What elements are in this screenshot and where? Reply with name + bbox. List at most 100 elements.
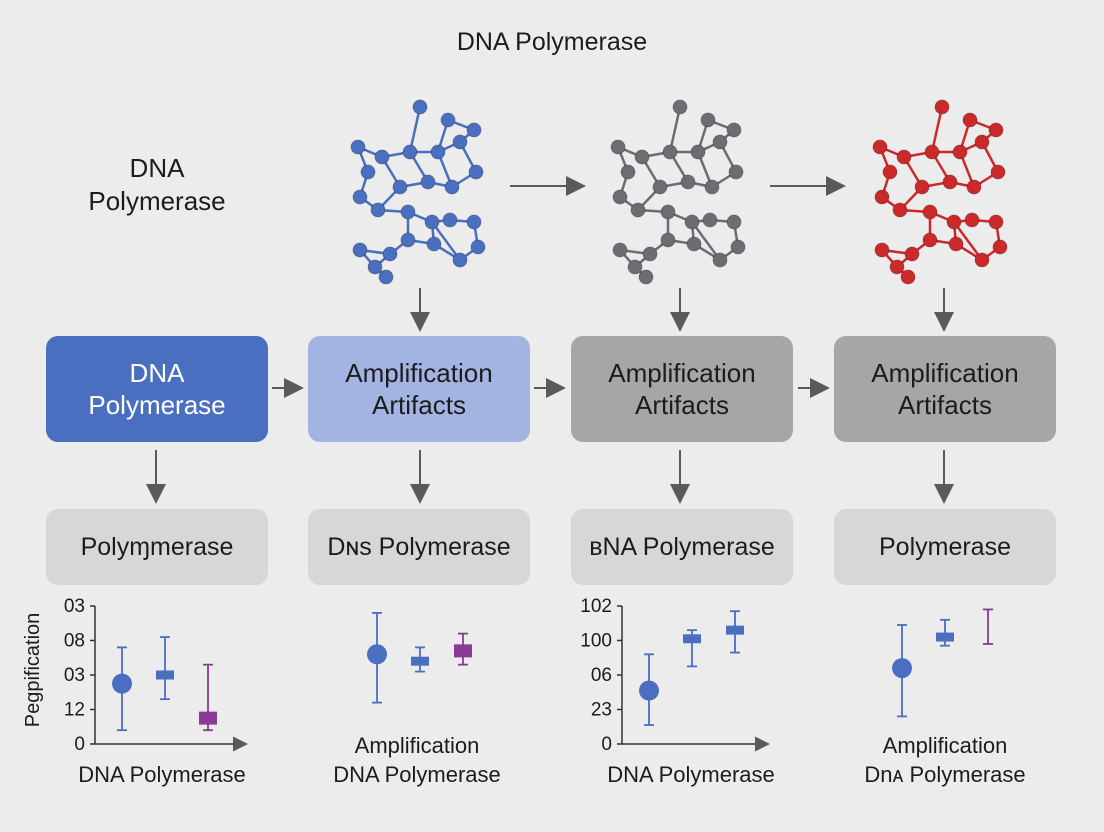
- chart-point: [936, 632, 954, 642]
- molecule-atom: [452, 252, 468, 268]
- molecule-atom: [942, 174, 958, 190]
- molecule-atom: [872, 139, 888, 155]
- chart-point: [726, 625, 744, 635]
- molecule-atom: [922, 232, 938, 248]
- molecule-atom: [634, 149, 650, 165]
- sub-box-1: Polyɱmerase: [46, 509, 268, 585]
- molecule-atom: [452, 134, 468, 150]
- molecule-atom: [924, 144, 940, 160]
- molecule-atom: [672, 99, 688, 115]
- chart-y-tick-label: 0: [74, 734, 85, 755]
- molecule-atom: [350, 139, 366, 155]
- molecule-bond: [952, 221, 984, 261]
- molecule-atom: [442, 212, 458, 228]
- molecule-atom: [704, 179, 720, 195]
- molecule-atom: [690, 144, 706, 160]
- chart-point: [892, 658, 912, 679]
- chart-3-xlabel: DNA Polymerase: [607, 762, 775, 787]
- chart-4-xlabel-line-2: Dnᴀ Polymerase: [864, 762, 1026, 787]
- molecule-bond: [930, 106, 944, 153]
- molecule-atom: [702, 212, 718, 228]
- molecule-atom: [424, 214, 440, 230]
- chart-point: [683, 634, 701, 644]
- molecule-1: [350, 99, 486, 285]
- main-box-label-2: Amplification Artifacts: [345, 358, 493, 420]
- molecule-bond: [408, 106, 422, 153]
- molecule-atom: [430, 144, 446, 160]
- sub-box-label-2: Dɴs Polymerase: [327, 533, 511, 561]
- main-box-4: Amplification Artifacts: [834, 336, 1056, 442]
- molecule-atom: [712, 252, 728, 268]
- molecule-atom: [468, 164, 484, 180]
- sub-box-label-4: Polymerase: [879, 533, 1011, 561]
- molecule-atom: [642, 246, 658, 262]
- molecule-atom: [728, 164, 744, 180]
- molecule-atom: [638, 269, 654, 285]
- molecule-atom: [400, 232, 416, 248]
- molecule-atom: [466, 214, 482, 230]
- molecule-atom: [402, 144, 418, 160]
- molecule-atom: [684, 214, 700, 230]
- sub-box-4: Polymerase: [834, 509, 1056, 585]
- molecule-atom: [962, 112, 978, 128]
- molecule-atom: [382, 246, 398, 262]
- sub-box-3: ʙNA Polymerase: [571, 509, 793, 585]
- chart-y-tick-label: 06: [591, 665, 612, 686]
- chart-y-tick-label: 100: [580, 631, 612, 652]
- molecule-atom: [726, 214, 742, 230]
- molecule-atom: [470, 239, 486, 255]
- chart-1-ylabel: Pegpification: [22, 612, 44, 728]
- main-box-2: Amplification Artifacts: [308, 336, 530, 442]
- molecule-atom: [892, 202, 908, 218]
- molecule-bond: [690, 221, 722, 261]
- molecule-atom: [946, 214, 962, 230]
- molecule-atom: [374, 149, 390, 165]
- molecule-2: [610, 99, 746, 285]
- chart-y-tick-label: 03: [64, 665, 85, 686]
- molecule-atom: [974, 252, 990, 268]
- molecule-atom: [360, 164, 376, 180]
- molecule-bond: [430, 221, 462, 261]
- molecule-atom: [990, 164, 1006, 180]
- chart-point: [156, 670, 174, 680]
- molecule-atom: [444, 179, 460, 195]
- molecule-atom: [966, 179, 982, 195]
- chart-y-tick-label: 23: [591, 700, 612, 721]
- molecule-atom: [889, 259, 905, 275]
- chart-y-tick-label: 102: [580, 596, 612, 617]
- molecule-atom: [896, 149, 912, 165]
- molecule-atom: [988, 214, 1004, 230]
- main-box-3: Amplification Artifacts: [571, 336, 793, 442]
- sub-box-2: Dɴs Polymerase: [308, 509, 530, 585]
- chart-point: [639, 680, 659, 701]
- molecule-atom: [988, 122, 1004, 138]
- molecule-atom: [712, 134, 728, 150]
- molecule-atom: [370, 202, 386, 218]
- molecule-atom: [630, 202, 646, 218]
- molecule-atom: [612, 189, 628, 205]
- molecule-atom: [882, 164, 898, 180]
- molecule-atom: [922, 204, 938, 220]
- main-box-label-1: DNA Polymerase: [88, 358, 226, 420]
- main-box-label-3: Amplification Artifacts: [608, 358, 756, 420]
- chart-point: [367, 644, 387, 665]
- molecule-atom: [620, 164, 636, 180]
- molecule-atom: [680, 174, 696, 190]
- molecule-atom: [440, 112, 456, 128]
- molecule-atom: [367, 259, 383, 275]
- molecule-atom: [974, 134, 990, 150]
- chart-y-tick-label: 0: [601, 734, 612, 755]
- main-box-1: DNA Polymerase: [46, 336, 268, 442]
- molecule-atom: [662, 144, 678, 160]
- chart-point: [199, 711, 217, 725]
- molecule-atom: [612, 242, 628, 258]
- molecule-atom: [934, 99, 950, 115]
- sub-box-label-1: Polyɱmerase: [80, 533, 234, 561]
- sub-box-label-3: ʙNA Polymerase: [589, 533, 775, 561]
- molecule-atom: [627, 259, 643, 275]
- molecule-atom: [726, 122, 742, 138]
- molecule-atom: [610, 139, 626, 155]
- chart-y-tick-label: 08: [64, 631, 85, 652]
- chart-2-xlabel-line-2: DNA Polymerase: [333, 762, 501, 787]
